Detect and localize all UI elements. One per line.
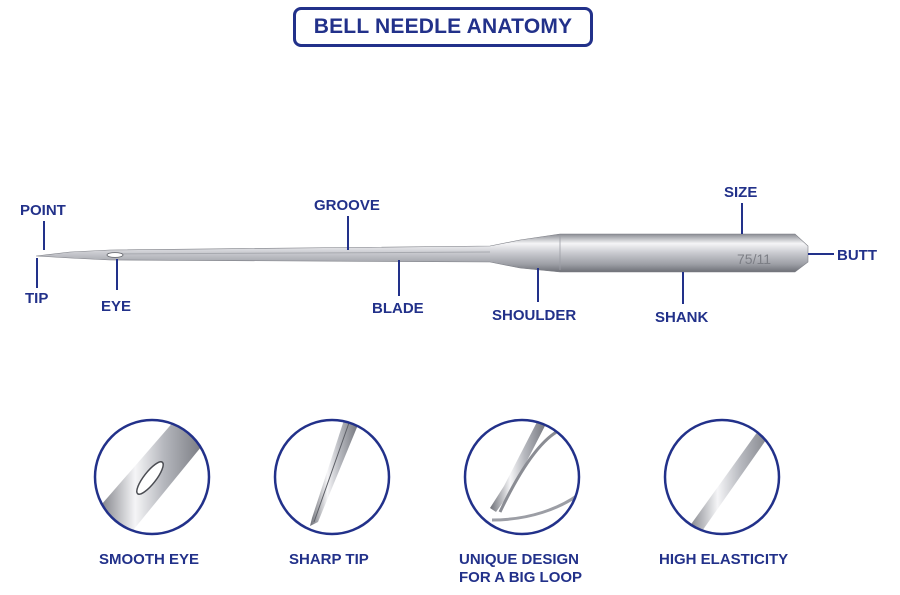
- label-groove: GROOVE: [314, 197, 380, 214]
- feature-caption-smooth-eye: SMOOTH EYE: [99, 551, 200, 568]
- title-text: BELL NEEDLE ANATOMY: [313, 15, 573, 38]
- leader-lines: [36, 203, 834, 304]
- needle-eye: [106, 252, 124, 258]
- label-butt: BUTT: [837, 247, 877, 264]
- feature-tip-circle: [273, 418, 391, 536]
- label-shank: SHANK: [655, 309, 709, 326]
- feature-caption-unique-design: UNIQUE DESIGN FOR A BIG LOOP: [459, 551, 583, 586]
- label-blade: BLADE: [372, 300, 424, 317]
- label-eye: EYE: [101, 298, 132, 315]
- feature-elasticity-circle: [663, 418, 781, 536]
- needle-body: 75/11: [35, 233, 809, 273]
- label-size: SIZE: [724, 184, 758, 201]
- label-tip: TIP: [25, 290, 49, 307]
- page-title: BELL NEEDLE ANATOMY: [293, 7, 593, 47]
- label-point: POINT: [20, 202, 66, 219]
- feature-eye-circle: [93, 418, 211, 536]
- feature-caption-sharp-tip: SHARP TIP: [289, 551, 369, 568]
- loop-closeup-icon: [490, 420, 548, 512]
- needle-blade: [35, 233, 809, 273]
- label-shoulder: SHOULDER: [492, 307, 577, 324]
- feature-loop-circle: [463, 418, 581, 536]
- size-marking: 75/11: [737, 251, 771, 267]
- feature-caption-high-elasticity: HIGH ELASTICITY: [659, 551, 789, 568]
- elasticity-closeup-icon: [684, 420, 779, 534]
- tip-closeup-icon: [310, 420, 360, 526]
- needle-groove-line: [109, 251, 491, 255]
